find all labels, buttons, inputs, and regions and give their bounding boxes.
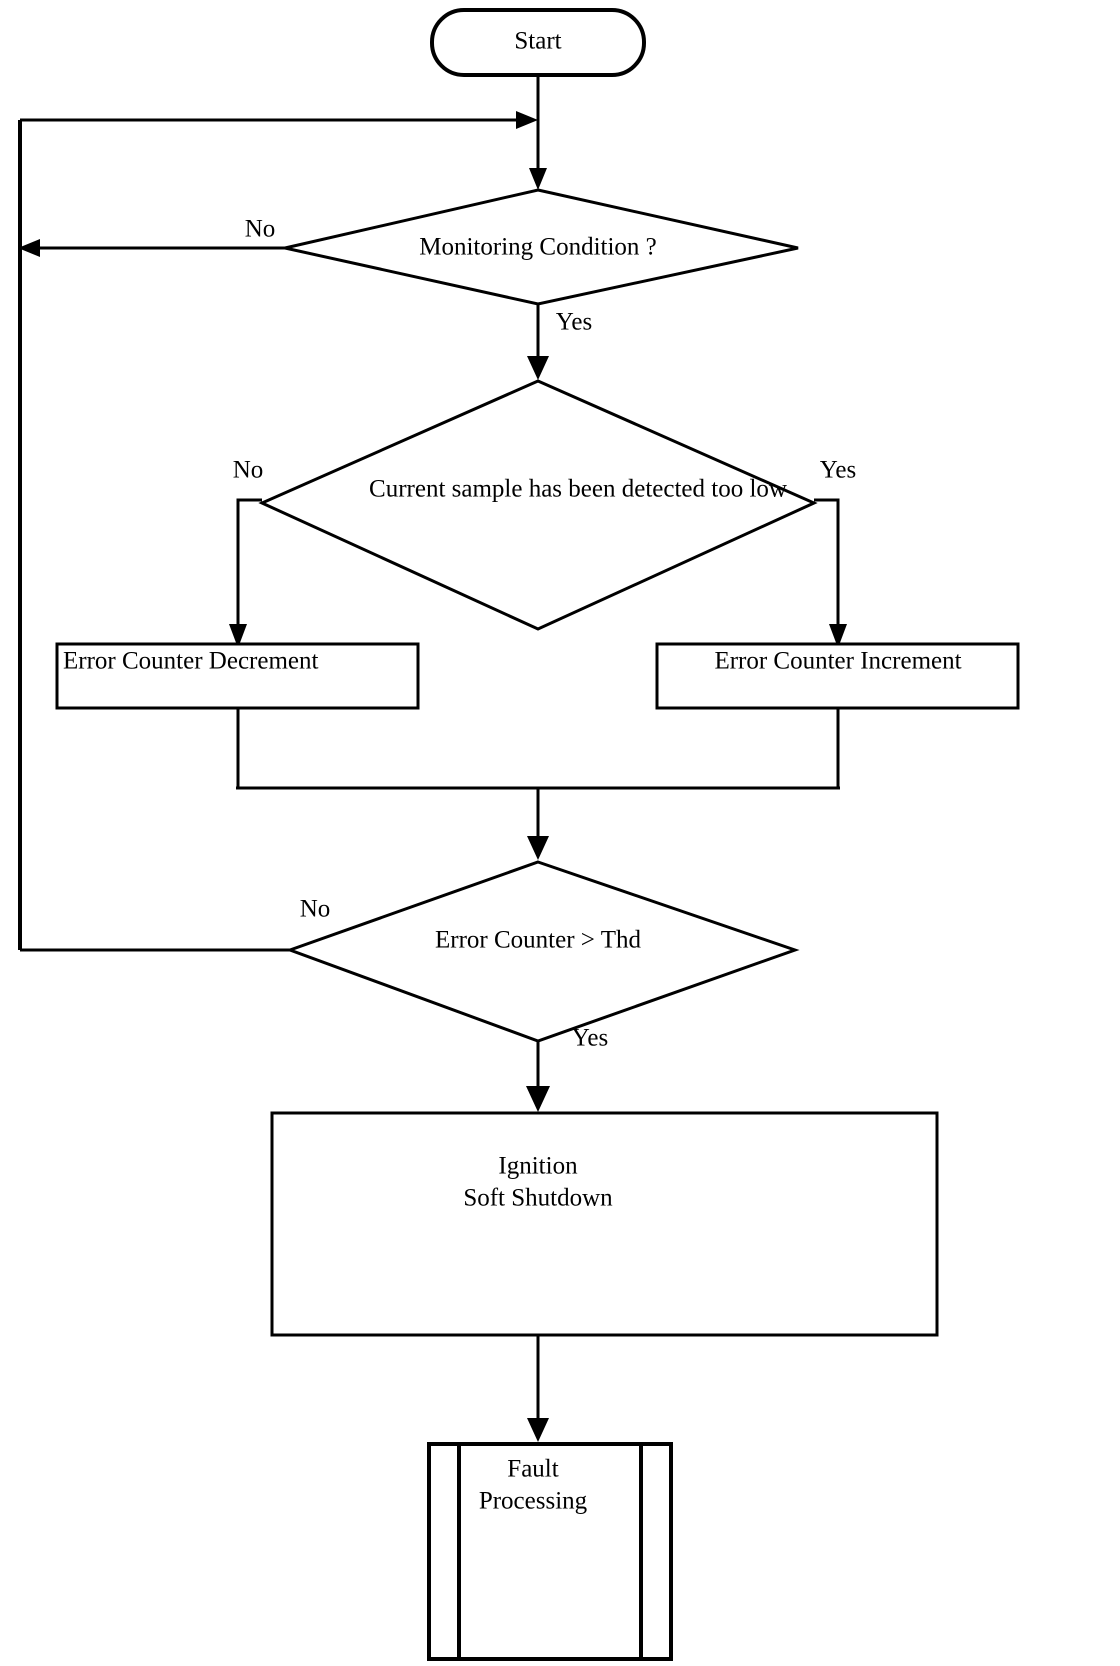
node-sample-too-low-label: Current sample has been detected too low <box>369 476 787 503</box>
node-error-counter-decrement-label: Error Counter Decrement <box>63 648 318 675</box>
arrowhead-into-thd-diamond <box>527 836 549 860</box>
edge-label-sample-yes: Yes <box>820 457 856 484</box>
node-monitoring-condition-shape[interactable] <box>284 188 799 306</box>
node-ignition-soft-shutdown-shape[interactable] <box>270 1111 939 1337</box>
node-fault-processing-shape[interactable] <box>427 1442 673 1661</box>
node-fault-processing-label-line1: Fault <box>507 1456 558 1483</box>
arrowhead-into-ignition <box>526 1086 550 1112</box>
node-error-counter-gt-thd-shape[interactable] <box>285 860 800 1043</box>
node-sample-too-low-shape[interactable] <box>258 379 818 631</box>
arrowhead-into-fault-processing <box>527 1418 549 1442</box>
node-monitoring-condition-label: Monitoring Condition ? <box>419 234 657 261</box>
arrowhead-into-increment <box>829 624 847 648</box>
node-error-counter-gt-thd-label: Error Counter > Thd <box>435 927 641 954</box>
node-error-counter-increment-shape[interactable] <box>655 642 1020 710</box>
edge-label-monitoring-yes: Yes <box>556 309 592 336</box>
edge-sample-yes <box>814 498 840 640</box>
arrowhead-into-monitoring <box>529 168 547 190</box>
edge-sample-no <box>236 498 262 640</box>
node-start-label: Start <box>514 28 561 55</box>
node-start-shape[interactable] <box>430 8 646 77</box>
edge-label-thd-no: No <box>300 896 331 923</box>
node-ignition-soft-shutdown-label-line2: Soft Shutdown <box>463 1185 613 1212</box>
arrowhead-into-sample-diamond <box>527 356 549 380</box>
arrowhead-into-decrement <box>229 624 247 648</box>
arrowhead-loop-return-into-trunk <box>516 111 538 129</box>
node-error-counter-increment-label: Error Counter Increment <box>714 648 961 675</box>
edge-label-sample-no: No <box>233 457 264 484</box>
node-fault-processing-label-line2: Processing <box>479 1488 588 1515</box>
node-error-counter-decrement-shape[interactable] <box>55 642 420 710</box>
arrowhead-monitoring-no <box>18 239 40 257</box>
node-ignition-soft-shutdown-label-line1: Ignition <box>498 1153 578 1180</box>
edge-label-monitoring-no: No <box>245 216 276 243</box>
edge-label-thd-yes: Yes <box>572 1025 608 1052</box>
